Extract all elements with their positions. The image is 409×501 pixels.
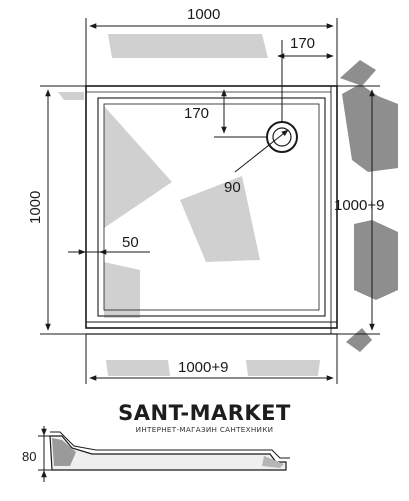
brand-name-right: MARKET [189, 401, 291, 425]
profile-shade-left [52, 438, 76, 466]
tray-profile [38, 426, 290, 482]
shade-right-upper [342, 84, 398, 172]
brand-tagline: ИНТЕРНЕТ-МАГАЗИН САНТЕХНИКИ [135, 425, 274, 434]
tray-plan [85, 85, 338, 335]
leader-drain-diameter [234, 129, 289, 173]
label-drain-offset-y: 170 [184, 105, 209, 122]
tray-rim-inner [97, 97, 326, 317]
shade-inner-left [104, 106, 172, 228]
shade-top-left [58, 92, 84, 100]
drain-outer-circle [266, 121, 298, 153]
shade-bottom-bar-right [246, 360, 320, 376]
dimension-lines [40, 18, 380, 384]
brand-name-dash: - [180, 401, 190, 425]
profile-body [49, 435, 287, 471]
label-rim-width: 50 [122, 234, 139, 251]
shade-bottom-bar [106, 360, 170, 376]
label-drain-diameter: 90 [224, 179, 241, 196]
label-left-height: 1000 [27, 191, 44, 224]
label-right-height: 1000+9 [334, 197, 384, 214]
tray-outer-edge [85, 85, 338, 329]
shade-top-bar [108, 34, 268, 58]
profile-top-edge [50, 431, 290, 459]
shade-inner-bottom [104, 262, 140, 318]
shading-decor [58, 34, 320, 376]
shade-right-bottom [346, 328, 372, 352]
shade-right-top [340, 60, 376, 86]
shade-inner-center [180, 176, 260, 262]
shade-right-lower [354, 220, 398, 300]
tray-basin [103, 103, 320, 311]
label-top-offset: 170 [290, 35, 315, 52]
brand-name-left: SANT [118, 401, 181, 425]
drain [266, 121, 298, 153]
brand-name: SANT-MARKET [0, 402, 409, 424]
label-profile-height: 80 [22, 449, 36, 464]
label-top-width: 1000 [187, 6, 220, 23]
drain-inner-circle [272, 127, 292, 147]
brand-logo: SANT-MARKET ИНТЕРНЕТ-МАГАЗИН САНТЕХНИКИ [0, 402, 409, 434]
profile-shade-right [262, 456, 284, 468]
label-bottom-width: 1000+9 [178, 359, 228, 376]
